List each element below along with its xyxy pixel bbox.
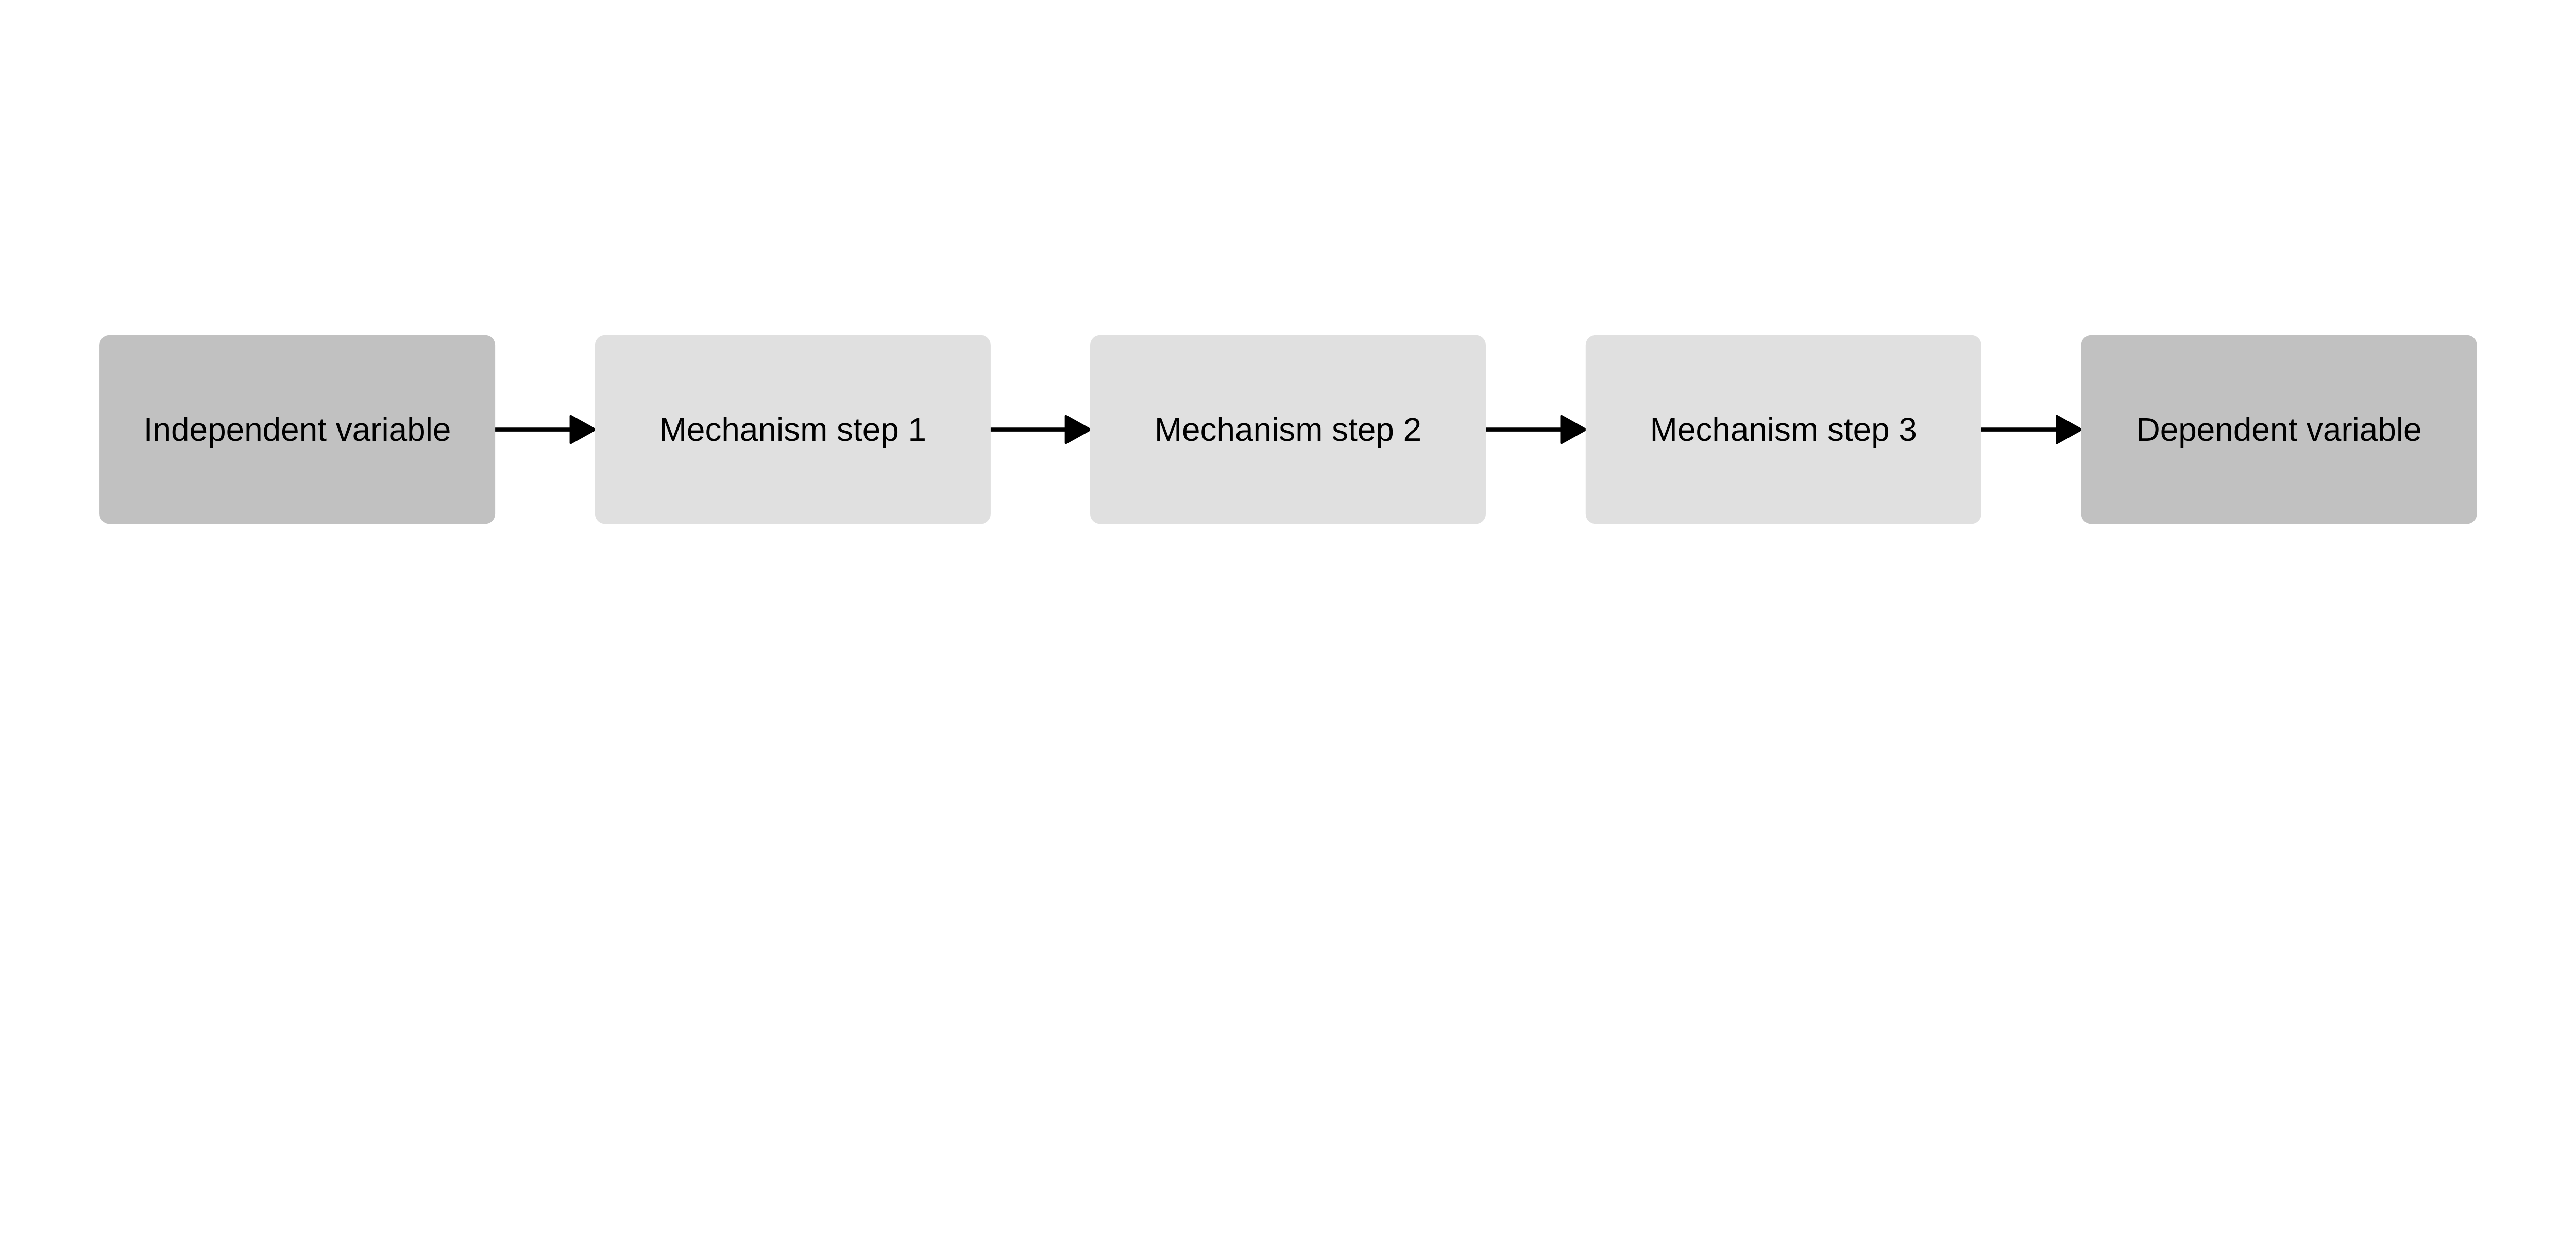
node-mechanism-step-1: Mechanism step 1 xyxy=(595,335,991,524)
arrowhead-icon xyxy=(1064,415,1092,444)
node-box xyxy=(99,335,496,524)
node-label: Dependent variable xyxy=(2137,411,2422,448)
arrow-4 xyxy=(1979,415,2082,444)
arrow-2 xyxy=(989,415,1092,444)
node-label: Independent variable xyxy=(144,411,451,448)
arrowhead-icon xyxy=(2056,415,2082,444)
node-box xyxy=(1585,335,1981,524)
arrowhead-icon xyxy=(1560,415,1587,444)
arrowhead-icon xyxy=(569,415,596,444)
nodes: Independent variable Mechanism step 1 Mech… xyxy=(99,335,2477,524)
edges xyxy=(493,415,2082,444)
node-label: Mechanism step 2 xyxy=(1155,411,1421,448)
node-box xyxy=(2081,335,2477,524)
node-box xyxy=(1090,335,1486,524)
node-label: Mechanism step 1 xyxy=(659,411,926,448)
node-mechanism-step-2: Mechanism step 2 xyxy=(1090,335,1486,524)
arrow-3 xyxy=(1484,415,1587,444)
node-independent-variable: Independent variable xyxy=(99,335,496,524)
node-mechanism-step-3: Mechanism step 3 xyxy=(1585,335,1981,524)
arrow-1 xyxy=(493,415,596,444)
node-box xyxy=(595,335,991,524)
node-label: Mechanism step 3 xyxy=(1650,411,1917,448)
node-dependent-variable: Dependent variable xyxy=(2081,335,2477,524)
causal-chain-diagram: Independent variable Mechanism step 1 Mech… xyxy=(99,335,2477,524)
